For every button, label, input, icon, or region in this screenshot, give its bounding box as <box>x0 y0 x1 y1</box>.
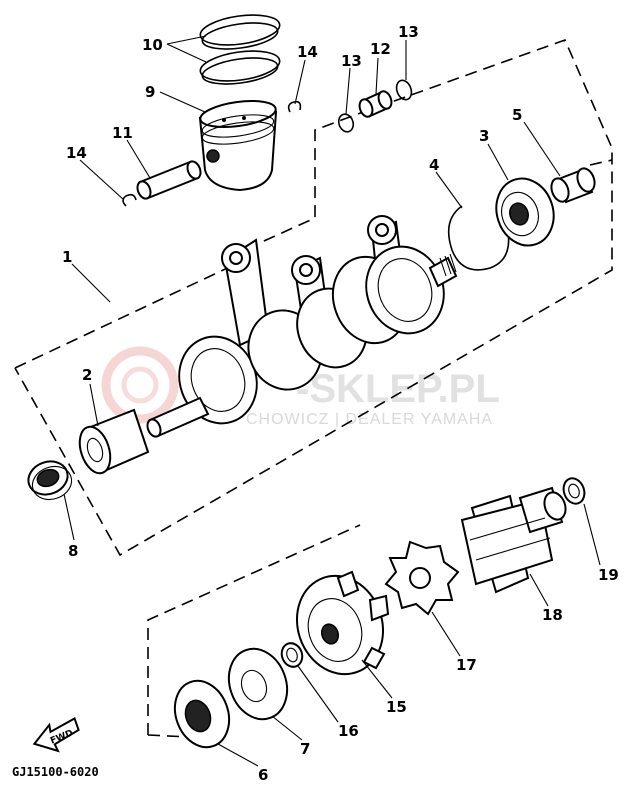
callout-13-upper: 13 <box>341 52 362 70</box>
leader-lines <box>63 35 601 767</box>
watermark-dealer: CHOWICZ | DEALER YAMAHA <box>246 411 493 428</box>
threaded-end <box>439 253 457 277</box>
callout-4: 4 <box>429 156 439 174</box>
callout-16: 16 <box>338 722 359 740</box>
washer-19 <box>562 477 586 505</box>
callout-15: 15 <box>386 698 407 716</box>
watermark-brand: -SKLEP.PL <box>296 367 500 411</box>
collar <box>550 167 596 204</box>
callout-14-upper: 14 <box>297 43 318 61</box>
circlips <box>122 100 302 207</box>
callout-2: 2 <box>82 366 92 384</box>
callout-14-left: 14 <box>66 144 87 162</box>
callout-3: 3 <box>479 127 489 145</box>
callout-labels: 10 9 14 13 12 13 11 14 4 3 5 1 2 8 19 18… <box>62 23 619 784</box>
callout-6: 6 <box>258 766 268 784</box>
piston-rings <box>199 14 281 85</box>
watermark: -SKLEP.PL CHOWICZ | DEALER YAMAHA <box>101 346 500 428</box>
o-ring <box>280 642 304 668</box>
small-end-bearing-set <box>337 79 413 133</box>
crank-bearing-lower <box>78 408 150 475</box>
callout-8: 8 <box>68 542 78 560</box>
washer-7 <box>227 647 289 721</box>
callout-17: 17 <box>456 656 477 674</box>
fwd-arrow-icon: FWD <box>32 717 80 753</box>
piston-pin <box>136 160 202 200</box>
callout-9: 9 <box>145 83 155 101</box>
drive-rotor <box>460 486 567 594</box>
callout-13-right: 13 <box>398 23 419 41</box>
callout-11: 11 <box>112 124 133 142</box>
callout-7: 7 <box>300 740 310 758</box>
drawing-code: GJ15100-6020 <box>12 765 99 779</box>
rotor-assembly-boundary <box>147 524 361 739</box>
callout-19: 19 <box>598 566 619 584</box>
callout-1: 1 <box>62 248 72 266</box>
callout-12: 12 <box>370 40 391 58</box>
star-damper <box>384 540 460 616</box>
callout-18: 18 <box>542 606 563 624</box>
crankshaft <box>146 215 458 438</box>
oil-seal-lower <box>173 679 231 749</box>
coupling <box>295 570 390 676</box>
callout-5: 5 <box>512 106 522 124</box>
crank-bearing-upper <box>495 177 555 247</box>
callout-10: 10 <box>142 36 163 54</box>
bearing-circlip <box>447 205 510 271</box>
oil-seal <box>27 460 73 501</box>
watermark-logo-icon <box>101 346 179 424</box>
piston <box>198 99 278 192</box>
